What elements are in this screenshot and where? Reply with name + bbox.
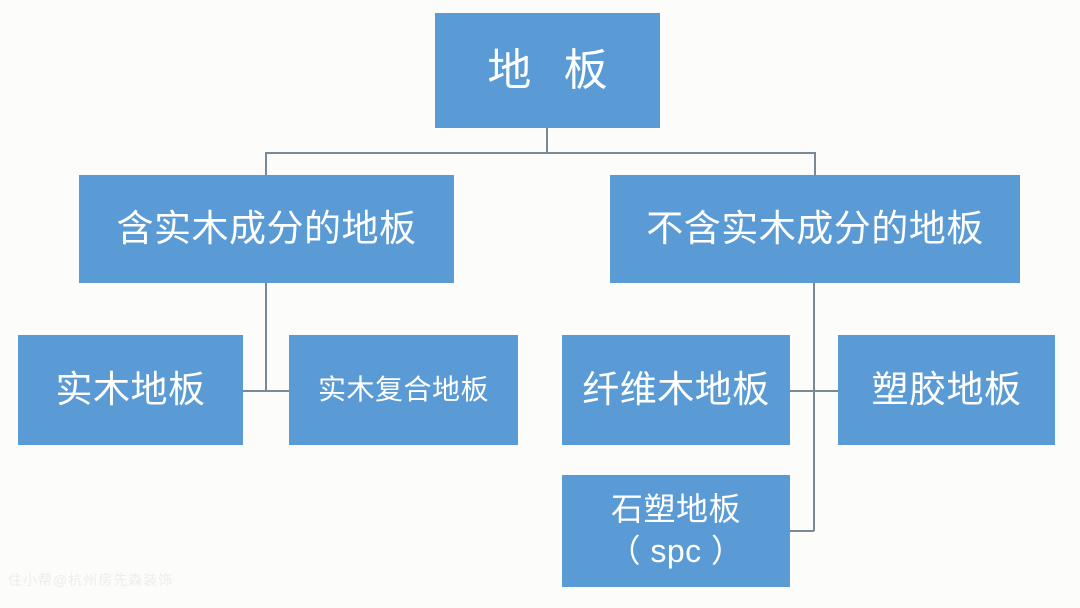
connector-level2-bus bbox=[265, 152, 816, 154]
node-branch-right[interactable]: 不含实木成分的地板 bbox=[610, 175, 1020, 283]
connector-right-to-plastic bbox=[813, 390, 838, 392]
connector-left-to-engineered-wood bbox=[265, 390, 289, 392]
connector-to-branch-left bbox=[265, 152, 267, 175]
connector-right-branch-stem bbox=[813, 283, 815, 531]
node-leaf-engineered-wood[interactable]: 实木复合地板 bbox=[289, 335, 518, 445]
node-leaf-fiber-wood[interactable]: 纤维木地板 bbox=[562, 335, 790, 445]
connector-left-to-solid-wood bbox=[243, 390, 266, 392]
node-leaf-solid-wood[interactable]: 实木地板 bbox=[18, 335, 243, 445]
connector-to-branch-right bbox=[814, 152, 816, 175]
connector-right-to-spc bbox=[790, 530, 814, 532]
node-root[interactable]: 地 板 bbox=[435, 13, 660, 128]
connector-root-stem bbox=[546, 128, 548, 154]
connector-right-to-fiber-wood bbox=[790, 390, 814, 392]
watermark: 住小帮@杭州房先森装饰 bbox=[8, 572, 174, 588]
node-leaf-spc[interactable]: 石塑地板 （ spc ） bbox=[562, 475, 790, 587]
node-leaf-plastic[interactable]: 塑胶地板 bbox=[838, 335, 1055, 445]
node-branch-left[interactable]: 含实木成分的地板 bbox=[79, 175, 454, 283]
connector-left-branch-stem bbox=[265, 283, 267, 391]
